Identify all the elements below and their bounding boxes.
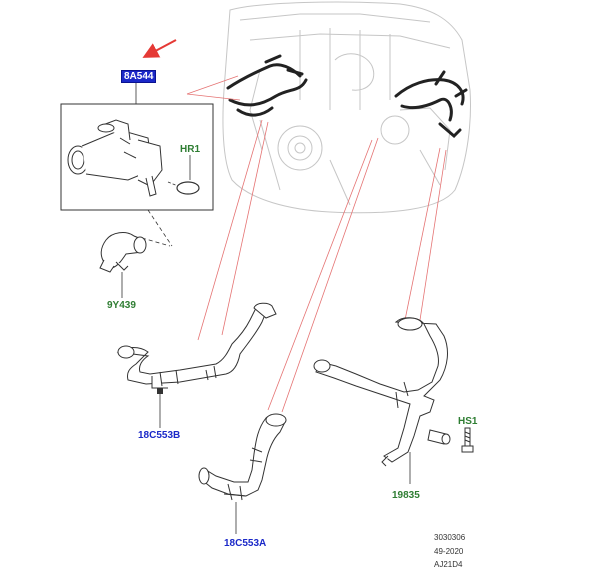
part-label-18c553b[interactable]: 18C553B bbox=[138, 430, 181, 441]
part-label-19835[interactable]: 19835 bbox=[392, 490, 420, 501]
hose-18c553b-illustration bbox=[116, 302, 277, 389]
engine-illustration bbox=[222, 1, 471, 214]
reference-code-line-2: 49-2020 bbox=[434, 547, 464, 556]
part-label-hs1[interactable]: HS1 bbox=[458, 416, 478, 427]
hose-18c553a-illustration bbox=[198, 413, 287, 501]
elbow-hose-illustration bbox=[99, 232, 147, 273]
indicator-arrow bbox=[142, 39, 177, 58]
reference-code-line-1: 3030306 bbox=[434, 533, 466, 542]
part-label-8a544[interactable]: 8A544 bbox=[121, 70, 157, 83]
part-label-9y439[interactable]: 9Y439 bbox=[107, 300, 136, 311]
tube-19835-illustration bbox=[313, 317, 451, 467]
reference-code-line-3: AJ21D4 bbox=[434, 560, 463, 569]
engine-hose-cluster-left bbox=[226, 54, 308, 117]
part-label-18c553a[interactable]: 18C553A bbox=[224, 538, 267, 549]
o-ring-illustration bbox=[176, 181, 200, 195]
leader-lines bbox=[186, 75, 447, 413]
engine-hose-cluster-right bbox=[394, 70, 468, 139]
thermostat-housing-illustration bbox=[67, 119, 163, 197]
bolt-illustration bbox=[461, 427, 474, 453]
part-label-hr1[interactable]: HR1 bbox=[180, 144, 201, 155]
